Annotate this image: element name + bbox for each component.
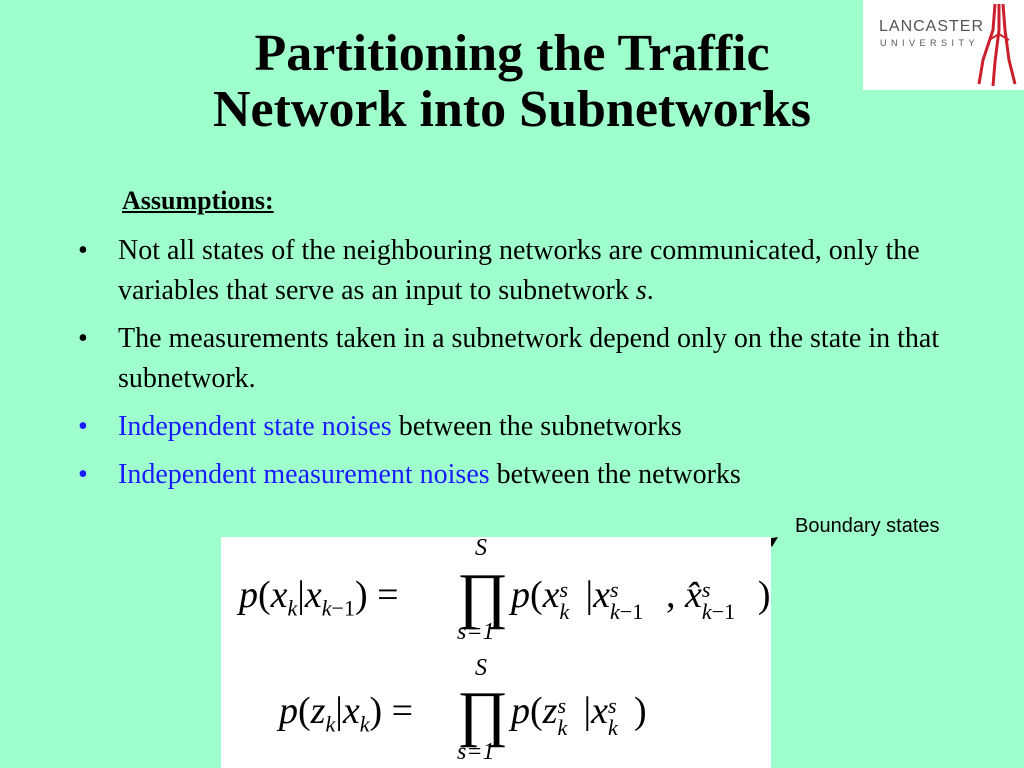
bullet-text: Not all states of the neighbouring netwo…: [118, 235, 920, 306]
equation-2-lhs: p(zk|xk) =: [279, 690, 414, 737]
product-upper-2: S: [475, 655, 487, 681]
product-symbol-2: ∏: [457, 680, 509, 748]
bullet-dot-icon: •: [78, 459, 88, 490]
equation-1-lhs: p(xk|xk−1) =: [239, 574, 399, 621]
title-line-2: Network into Subnetworks: [212, 81, 812, 138]
boundary-states-label: Boundary states: [795, 515, 940, 537]
title-line-1: Partitioning the Traffic: [254, 25, 770, 82]
bullet-highlight: Independent measurement noises: [118, 459, 490, 490]
bullet-dot-icon: •: [78, 323, 88, 354]
logo-emblem-icon: [977, 3, 1017, 87]
list-item: • Not all states of the neighbouring net…: [72, 231, 1002, 311]
bullet-highlight: Independent state noises: [118, 411, 392, 442]
list-item: • Independent state noises between the s…: [72, 407, 1002, 447]
assumptions-heading: Assumptions:: [122, 186, 274, 215]
logo-text-lancaster: LANCASTER: [879, 18, 985, 35]
product-lower-1: s=1: [457, 619, 495, 645]
list-item: • Independent measurement noises between…: [72, 455, 1002, 495]
bullet-text: between the subnetworks: [391, 411, 682, 442]
bullet-text: between the networks: [489, 459, 741, 490]
university-logo: LANCASTER UNIVERSITY: [863, 0, 1024, 90]
assumption-list: • Not all states of the neighbouring net…: [72, 231, 1002, 503]
product-symbol-1: ∏: [457, 562, 509, 630]
product-lower-2: s=1: [457, 739, 495, 765]
bullet-italic-var: s: [635, 275, 647, 306]
bullet-dot-icon: •: [78, 235, 88, 266]
bullet-text: The measurements taken in a subnetwork d…: [118, 323, 940, 394]
bullet-end: .: [646, 275, 654, 306]
bullet-dot-icon: •: [78, 411, 88, 442]
product-upper-1: S: [475, 535, 487, 561]
list-item: • The measurements taken in a subnetwork…: [72, 319, 1002, 399]
logo-text-university: UNIVERSITY: [880, 38, 980, 48]
slide-title: Partitioning the Traffic Network into Su…: [90, 26, 934, 138]
